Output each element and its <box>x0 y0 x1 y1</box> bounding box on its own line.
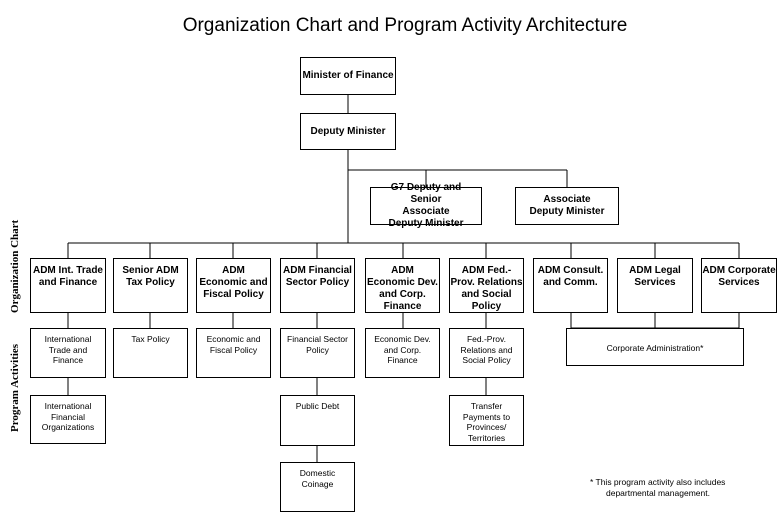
organization-chart-side-label: Organization Chart <box>9 219 21 313</box>
page-title: Organization Chart and Program Activity … <box>182 15 628 36</box>
g7-deputy-box[interactable]: G7 Deputy and Senior Associate Deputy Mi… <box>370 182 482 229</box>
adm-economic-fiscal-box[interactable]: ADM Economic and Fiscal Policy <box>196 258 271 313</box>
activity-corporate-administration[interactable]: Corporate Administration* <box>566 328 744 366</box>
activity-fed-prov[interactable]: Fed.-Prov. Relations and Social Policy <box>449 328 524 378</box>
adm-int-trade-box[interactable]: ADM Int. Trade and Finance <box>30 258 106 313</box>
deputy-minister-box[interactable]: Deputy Minister <box>300 113 396 150</box>
adm-financial-sector-box[interactable]: ADM Financial Sector Policy <box>280 258 355 313</box>
footnote-line-1: * This program activity also includes <box>590 477 726 487</box>
program-activities-side-label: Program Activities <box>9 343 21 432</box>
adm-corporate-box[interactable]: ADM Corporate Services <box>701 258 777 313</box>
adm-legal-box[interactable]: ADM Legal Services <box>617 258 693 313</box>
footnote: * This program activity also includes de… <box>590 477 725 498</box>
activity-financial-sector[interactable]: Financial Sector Policy <box>280 328 355 378</box>
senior-adm-tax-box[interactable]: Senior ADM Tax Policy <box>113 258 188 313</box>
adm-economic-dev-box[interactable]: ADM Economic Dev. and Corp. Finance <box>365 258 440 313</box>
activity-transfer-payments[interactable]: Transfer Payments to Provinces/ Territor… <box>449 395 524 446</box>
activity-economic-fiscal[interactable]: Economic and Fiscal Policy <box>196 328 271 378</box>
activity-domestic-coinage[interactable]: Domestic Coinage <box>280 462 355 512</box>
adm-fed-prov-box[interactable]: ADM Fed.-Prov. Relations and Social Poli… <box>449 258 524 313</box>
footnote-line-2: departmental management. <box>606 487 710 498</box>
activity-international-financial-organizations[interactable]: International Financial Organizations <box>30 395 106 444</box>
adm-consult-comm-box[interactable]: ADM Consult. and Comm. <box>533 258 608 313</box>
associate-deputy-box[interactable]: Associate Deputy Minister <box>515 187 619 225</box>
activity-tax-policy[interactable]: Tax Policy <box>113 328 188 378</box>
activity-international-trade[interactable]: International Trade and Finance <box>30 328 106 378</box>
activity-economic-dev[interactable]: Economic Dev. and Corp. Finance <box>365 328 440 378</box>
minister-box[interactable]: Minister of Finance <box>300 57 396 95</box>
activity-public-debt[interactable]: Public Debt <box>280 395 355 446</box>
